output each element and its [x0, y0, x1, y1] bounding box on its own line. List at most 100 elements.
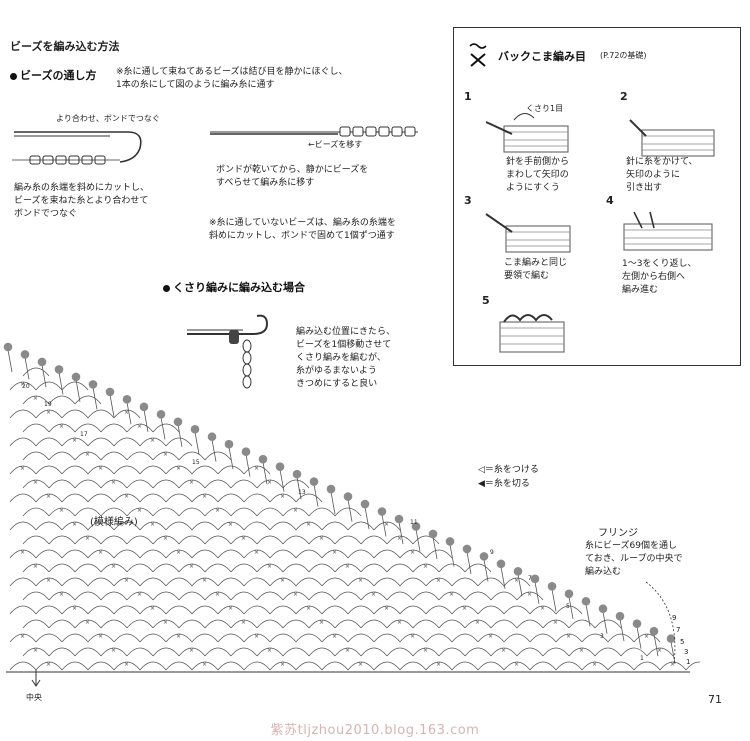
mesh-arch: [412, 563, 440, 573]
stitch-mark: ×: [189, 563, 194, 570]
mesh-arch: [48, 507, 76, 517]
stitch-mark: ×: [254, 633, 259, 640]
stitch-mark: ×: [46, 409, 51, 416]
mesh-arch: [438, 647, 466, 657]
mesh-arch: [347, 661, 375, 671]
mesh-arch: [48, 535, 76, 545]
fringe-bead: [360, 499, 370, 509]
mesh-arch: [35, 661, 63, 671]
mesh-arch: [126, 423, 154, 433]
mesh-arch: [256, 619, 284, 629]
fringe-text: 糸にビーズ69個を通し ておき、ループの中央で 編み込む: [585, 541, 683, 577]
mesh-arch: [360, 591, 388, 601]
fringe-chain: [41, 364, 47, 388]
fringe-bead: [275, 462, 285, 471]
mesh-arch: [22, 619, 50, 629]
stitch-mark: ×: [163, 451, 168, 458]
mesh-arch: [35, 549, 63, 559]
fringe-chain: [500, 566, 506, 589]
fringe-bead: [479, 552, 489, 561]
fringe-chain: [347, 499, 353, 522]
step-4-number: 4: [606, 194, 614, 207]
row-number-17: 17: [80, 431, 88, 438]
fringe-chain: [160, 417, 166, 440]
mesh-arch: [35, 437, 63, 447]
stitch-mark: ×: [306, 605, 311, 612]
stitch-mark: ×: [670, 661, 675, 668]
mesh-arch: [217, 521, 245, 531]
mesh-arch: [22, 423, 50, 433]
mesh-arch: [607, 661, 635, 671]
mesh-arch: [191, 493, 219, 503]
fringe-chain: [636, 626, 642, 649]
mesh-arch: [516, 619, 544, 629]
edge-number-1: 1: [686, 658, 691, 666]
mesh-arch: [74, 563, 102, 573]
mesh-arch: [347, 605, 375, 615]
edge-number-5: 5: [680, 638, 685, 646]
mesh-arch: [256, 479, 284, 489]
fringe-bead: [564, 589, 574, 599]
mesh-arch: [178, 647, 206, 657]
mesh-arch: [165, 465, 193, 475]
mesh-arch: [516, 591, 544, 601]
step-1-text: 針を手前側から まわして矢印の ようにすくう: [506, 157, 570, 193]
mesh-arch: [9, 493, 37, 503]
chain-hook-illustration: [187, 314, 269, 389]
mesh-arch: [360, 647, 388, 657]
mesh-arch: [191, 661, 219, 671]
mesh-arch: [282, 479, 310, 489]
fringe-chain: [364, 506, 370, 530]
stitch-mark: ×: [241, 535, 246, 542]
mesh-arch: [100, 647, 128, 657]
note-top: ※糸に通して束ねてあるビーズは結び目を静かにほぐし、 1本の糸にして図のように編…: [116, 67, 348, 90]
mesh-arch: [165, 521, 193, 531]
fringe-bead: [496, 559, 506, 569]
fringe-bead: [207, 432, 217, 442]
fringe-chain: [466, 551, 472, 574]
mesh-arch: [659, 661, 687, 671]
mesh-arch: [334, 647, 362, 657]
step-2-text: 針に糸をかけて、 矢印のように 引き出す: [626, 157, 698, 193]
shawl-crochet-diagram: ××××××××××××××××××××××××××××××××××××××××…: [3, 342, 700, 687]
stitch-mark: ×: [111, 479, 116, 486]
mesh-arch: [126, 563, 154, 573]
stitch-mark: ×: [85, 619, 90, 626]
step-3-number: 3: [464, 194, 472, 207]
fringe-chain: [279, 469, 285, 492]
stitch-mark: ×: [137, 591, 142, 598]
mesh-arch: [165, 633, 193, 643]
bullet-icon: [10, 72, 17, 80]
mesh-arch: [113, 493, 141, 503]
fringe-bead: [20, 350, 30, 359]
mesh-arch: [22, 647, 50, 657]
fringe-chain: [670, 641, 676, 664]
mesh-arch: [152, 563, 180, 573]
stitch-mark: ×: [293, 591, 298, 598]
mesh-arch: [607, 633, 635, 643]
mesh-arch: [9, 465, 37, 475]
stitch-mark: ×: [319, 619, 324, 626]
stitch-mark: ×: [176, 549, 181, 556]
stitch-mark: ×: [72, 521, 77, 528]
mesh-arch: [503, 661, 531, 671]
mesh-arch: [139, 577, 167, 587]
bead-icon: [229, 330, 239, 344]
mesh-arch: [230, 563, 258, 573]
mesh-arch: [61, 465, 89, 475]
mesh-arch: [87, 465, 115, 475]
fringe-chain: [517, 574, 523, 597]
mesh-arch: [243, 577, 271, 587]
stitch-mark: ×: [85, 535, 90, 542]
mesh-arch: [178, 535, 206, 545]
stitch-mark: ×: [20, 465, 25, 472]
fringe-chain: [449, 544, 455, 567]
legend-attach-text: ＝糸をつける: [484, 465, 539, 475]
fringe-bead: [292, 469, 302, 479]
mesh-arch: [269, 493, 297, 503]
mesh-arch: [22, 535, 50, 545]
edge-number-9: 9: [672, 614, 677, 622]
mesh-arch: [61, 633, 89, 643]
legend-cut-text: ＝糸を切る: [484, 479, 530, 489]
stitch-mark: ×: [215, 507, 220, 514]
